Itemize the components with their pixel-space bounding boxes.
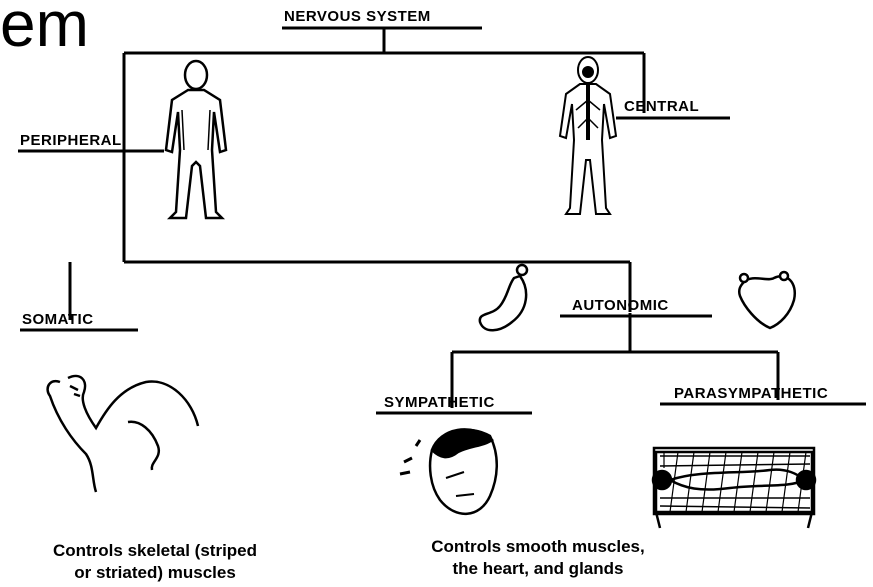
autonomic-caption: Controls smooth muscles, the heart, and … — [396, 536, 680, 580]
peripheral-label: PERIPHERAL — [20, 132, 122, 149]
heart-icon — [739, 272, 795, 328]
root-label: NERVOUS SYSTEM — [284, 8, 431, 25]
somatic-caption: Controls skeletal (striped or striated) … — [14, 540, 296, 584]
human-nervous-system-icon — [560, 57, 616, 214]
parasympathetic-label: PARASYMPATHETIC — [674, 385, 828, 402]
stressed-face-icon — [400, 429, 497, 513]
autonomic-label: AUTONOMIC — [572, 297, 669, 314]
somatic-label: SOMATIC — [22, 311, 94, 328]
resting-person-icon — [653, 448, 815, 528]
human-body-icon — [166, 61, 226, 218]
flexed-arm-icon — [48, 376, 198, 492]
sympathetic-label: SYMPATHETIC — [384, 394, 495, 411]
stomach-icon — [480, 265, 527, 330]
central-label: CENTRAL — [624, 98, 699, 115]
